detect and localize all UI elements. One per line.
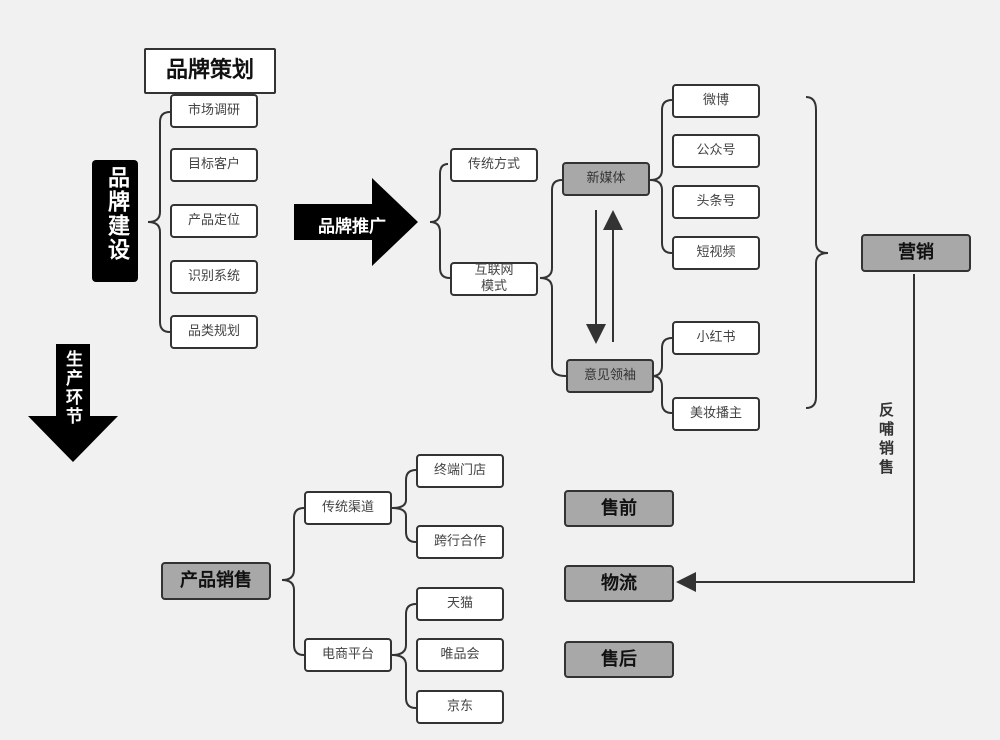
ecommerce-item: 京东 [416, 690, 504, 724]
traditional-item: 终端门店 [416, 454, 504, 488]
promotion-label: 品牌推广 [318, 217, 386, 237]
brace-sales [281, 507, 305, 656]
ecommerce-platform: 电商平台 [304, 638, 392, 672]
brand-item: 识别系统 [170, 260, 258, 294]
internet-mode: 互联网模式 [450, 262, 538, 296]
brace-newmedia [649, 99, 673, 254]
ecommerce-item: 天猫 [416, 587, 504, 621]
brace-internet [539, 179, 567, 377]
stage-presale: 售前 [564, 490, 674, 527]
brace-marketing [805, 96, 829, 409]
stage-logistics: 物流 [564, 565, 674, 602]
marketing: 营销 [861, 234, 971, 272]
brand-planning-title: 品牌策划 [144, 48, 276, 94]
new-media: 新媒体 [562, 162, 650, 196]
brand-building-label: 品牌建设 [104, 166, 129, 262]
kol-item: 小红书 [672, 321, 760, 355]
new-media-item: 短视频 [672, 236, 760, 270]
new-media-item: 微博 [672, 84, 760, 118]
new-media-item: 公众号 [672, 134, 760, 168]
ecommerce-item: 唯品会 [416, 638, 504, 672]
stage-aftersale: 售后 [564, 641, 674, 678]
kol: 意见领袖 [566, 359, 654, 393]
brace-promotion [429, 163, 451, 279]
feedback-line [676, 274, 915, 592]
promotion-arrow-shape [294, 178, 418, 266]
brand-item: 产品定位 [170, 204, 258, 238]
kol-item: 美妆播主 [672, 397, 760, 431]
product-sales: 产品销售 [161, 562, 271, 600]
brace-ecommerce [391, 603, 417, 709]
feedback-label: 反哺销售 [877, 402, 895, 478]
brand-item: 市场调研 [170, 94, 258, 128]
brace-kol [651, 337, 673, 414]
brand-building-box: 品牌建设 [92, 160, 138, 282]
brace-brand [147, 111, 171, 333]
brand-item: 目标客户 [170, 148, 258, 182]
new-media-item: 头条号 [672, 185, 760, 219]
traditional-method: 传统方式 [450, 148, 538, 182]
traditional-channel: 传统渠道 [304, 491, 392, 525]
production-label: 生产环节 [62, 350, 82, 426]
traditional-item: 跨行合作 [416, 525, 504, 559]
brace-traditional [391, 469, 417, 543]
brand-item: 品类规划 [170, 315, 258, 349]
production-arrow-shape [28, 344, 118, 462]
